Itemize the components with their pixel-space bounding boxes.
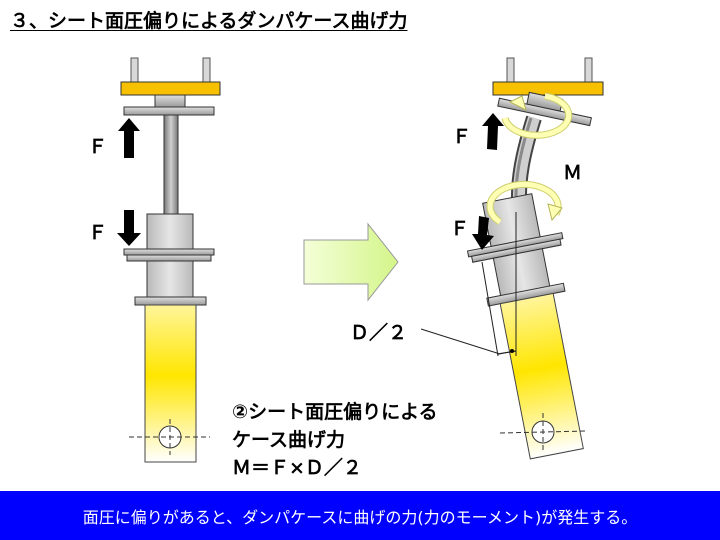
- left-spring-seat: [123, 248, 215, 256]
- moment-label: Ｍ: [563, 162, 583, 184]
- d-half-label: Ｄ／２: [350, 322, 408, 344]
- left-upper-seat-plate: [123, 106, 215, 116]
- footer-banner: 面圧に偏りがあると、ダンパケースに曲げの力(力のモーメント)が発生する。: [0, 491, 720, 540]
- left-damper: [120, 57, 221, 463]
- force-label: Ｆ: [450, 218, 470, 240]
- force-label: Ｆ: [452, 126, 472, 148]
- right-mount-stud: [506, 57, 515, 85]
- force-label: Ｆ: [88, 136, 108, 158]
- right-mount-stud: [584, 57, 593, 85]
- d-half-leader: [420, 328, 501, 355]
- left-lower-collar: [134, 296, 207, 306]
- left-upper-seat: [154, 94, 186, 108]
- force-label: Ｆ: [88, 222, 108, 244]
- caption-line: ケース曲げ力: [232, 429, 346, 451]
- left-piston-rod: [163, 114, 179, 216]
- force-arrow-down-icon: [117, 210, 141, 246]
- left-spring-seat: [126, 254, 212, 262]
- moment-arrowhead-icon: [547, 203, 563, 222]
- force-arrow-down-icon: [472, 216, 494, 250]
- left-mount-stud: [130, 57, 139, 85]
- left-damper-body-lower: [146, 260, 194, 300]
- d-half-marker: [510, 349, 514, 353]
- caption-block: ②シート面圧偏りによる ケース曲げ力 Ｍ＝Ｆ×Ｄ／２: [232, 398, 438, 482]
- d-half-extension-line: [481, 261, 499, 357]
- left-top-plate: [120, 81, 221, 96]
- moment-arrowhead-icon: [508, 95, 527, 111]
- right-damper-case: [499, 292, 584, 460]
- force-arrow-up-icon: [118, 118, 140, 158]
- caption-line: ②シート面圧偏りによる: [232, 401, 438, 423]
- right-damper: [420, 57, 604, 460]
- caption-formula: Ｍ＝Ｆ×Ｄ／２: [232, 457, 362, 479]
- transition-arrow-icon: [303, 222, 399, 302]
- page-title: ３、シート面圧偏りによるダンパケース曲げ力: [10, 10, 408, 32]
- force-arrow-up-icon: [482, 113, 504, 150]
- left-damper-body: [146, 213, 194, 251]
- left-mount-stud: [202, 57, 211, 85]
